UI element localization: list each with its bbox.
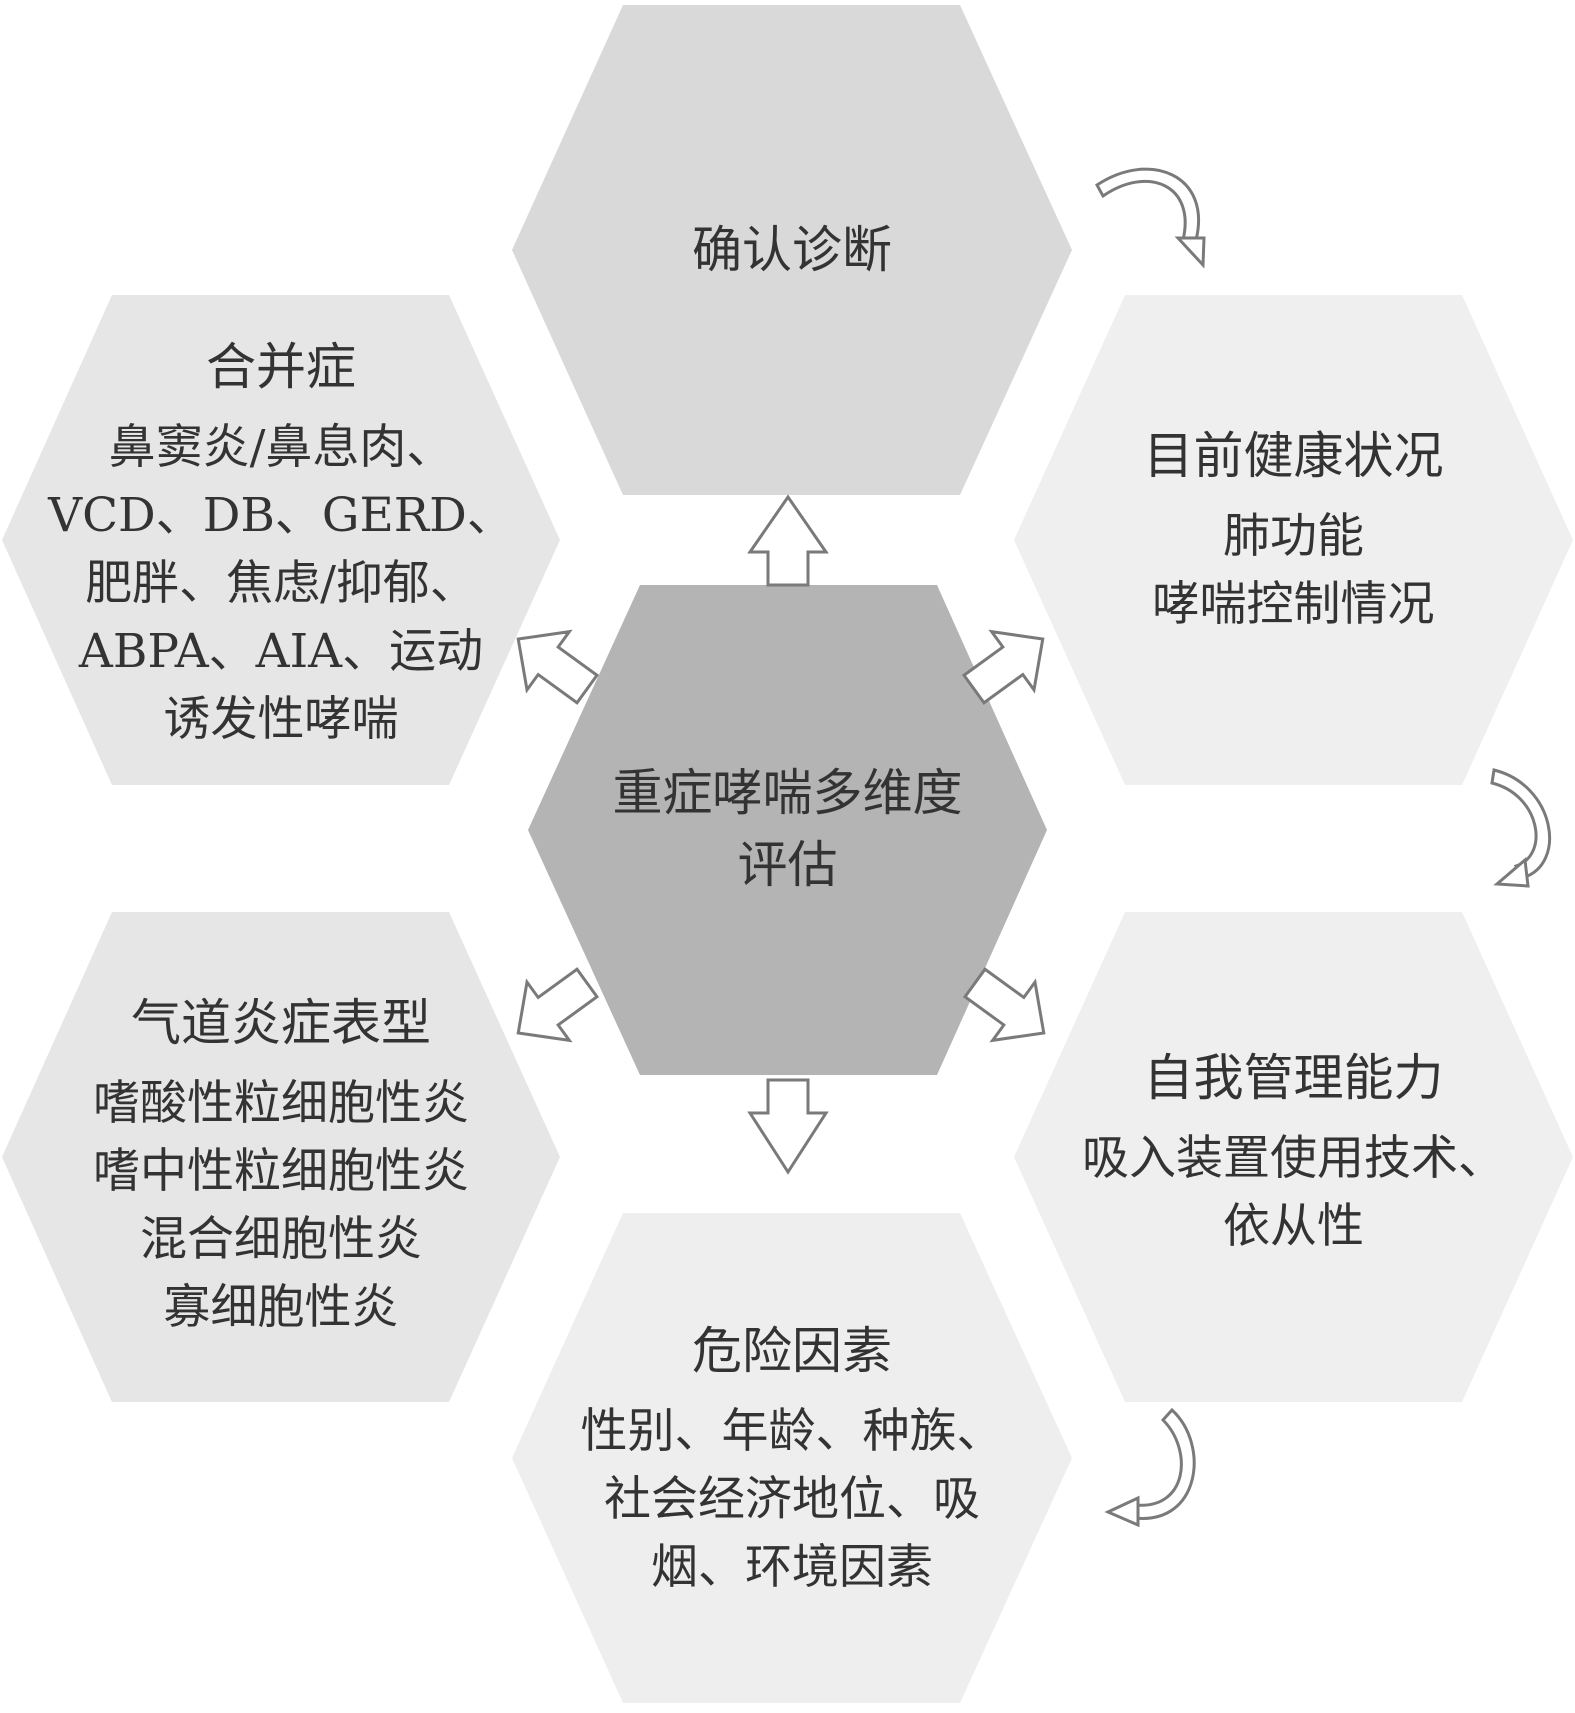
arrow-down-left-icon	[516, 967, 600, 1043]
hex-bottom-line: 社会经济地位、吸	[604, 1472, 980, 1527]
hex-top-left	[2, 295, 560, 785]
hex-top-left-line: VCD、DB、GERD、	[48, 488, 514, 543]
arrow-up-right-icon	[961, 629, 1045, 705]
hex-top	[512, 5, 1072, 495]
hex-top-left-line: 肥胖、焦虑/抑郁、	[85, 556, 477, 611]
hex-center	[528, 585, 1047, 1075]
hex-bottom-left-line: 混合细胞性炎	[140, 1212, 422, 1267]
hex-top-right-line: 哮喘控制情况	[1152, 577, 1435, 632]
hex-top-left-line: ABPA、AIA、运动	[78, 624, 484, 679]
hex-bottom-left-line: 嗜酸性粒细胞性炎	[93, 1076, 469, 1131]
hex-center-line: 重症哮喘多维度	[612, 764, 963, 822]
hex-bottom-right-line: 吸入装置使用技术、	[1082, 1131, 1505, 1186]
hex-top-right-line: 肺功能	[1223, 509, 1364, 564]
hex-top-left-line: 鼻窦炎/鼻息肉、	[108, 420, 454, 475]
hex-bottom-text: 危险因素 性别、年龄、种族、 社会经济地位、吸 烟、环境因素	[512, 1318, 1072, 1602]
curved-arrow-top-head-icon	[1174, 236, 1206, 269]
hex-bottom-line: 性别、年龄、种族、	[580, 1404, 1004, 1459]
hex-center-text: 重症哮喘多维度 评估	[528, 757, 1047, 901]
hex-top-left-line: 诱发性哮喘	[163, 692, 399, 747]
arrow-down-right-icon	[962, 967, 1046, 1043]
arrow-up-icon	[747, 494, 829, 587]
hex-bottom-right-text: 自我管理能力 吸入装置使用技术、 依从性	[1014, 1045, 1573, 1261]
curved-arrow-bottom-icon	[1133, 1407, 1196, 1520]
hex-center-line: 评估	[737, 836, 838, 894]
hex-bottom-left-line: 嗜中性粒细胞性炎	[93, 1144, 469, 1199]
hex-bottom-left-line: 寡细胞性炎	[163, 1280, 399, 1335]
curved-arrow-bottom-head-icon	[1104, 1495, 1140, 1528]
hex-bottom	[512, 1213, 1072, 1703]
arrow-up-left-icon	[516, 629, 600, 705]
hex-bottom-right-line: 依从性	[1223, 1199, 1364, 1254]
arrow-down-icon	[747, 1078, 829, 1175]
hex-top-left-title: 合并症	[206, 338, 356, 396]
hex-bottom-title: 危险因素	[692, 1322, 892, 1380]
hex-bottom-left	[2, 912, 560, 1402]
hex-top-left-text: 合并症 鼻窦炎/鼻息肉、 VCD、DB、GERD、 肥胖、焦虑/抑郁、 ABPA…	[2, 334, 560, 754]
hex-bottom-right	[1014, 912, 1573, 1402]
curved-arrow-right-head-icon	[1493, 857, 1530, 888]
hex-bottom-right-title: 自我管理能力	[1143, 1049, 1444, 1107]
hex-top-text: 确认诊断	[512, 217, 1072, 283]
curved-arrow-top-icon	[1095, 167, 1200, 242]
hex-top-right	[1014, 295, 1573, 785]
hex-bottom-line: 烟、环境因素	[651, 1540, 933, 1595]
hex-top-right-title: 目前健康状况	[1143, 427, 1444, 485]
hex-top-title: 确认诊断	[692, 221, 892, 279]
hex-top-right-text: 目前健康状况 肺功能 哮喘控制情况	[1014, 423, 1573, 639]
hex-bottom-left-text: 气道炎症表型 嗜酸性粒细胞性炎 嗜中性粒细胞性炎 混合细胞性炎 寡细胞性炎	[2, 990, 560, 1342]
hex-bottom-left-title: 气道炎症表型	[131, 994, 431, 1052]
